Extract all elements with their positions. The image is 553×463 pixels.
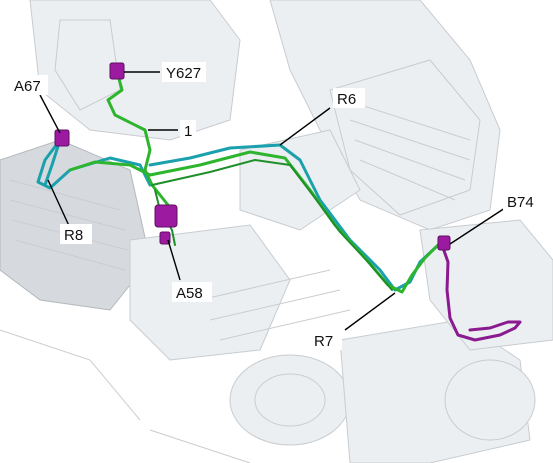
connector-y627 (109, 62, 125, 80)
callout-r6: R6 (337, 91, 356, 108)
connectors (54, 62, 451, 251)
callout-labels: Y627 A67 1 R6 R8 A58 B74 R7 (10, 62, 541, 350)
connector-b74 (437, 235, 451, 251)
callout-r8: R8 (64, 227, 83, 244)
harness-purple-run (440, 243, 522, 342)
leader-lines (39, 71, 506, 331)
connector-a67 (54, 129, 70, 147)
connector-a58 (154, 204, 178, 228)
connector-a58-lower (159, 231, 171, 245)
callout-1: 1 (184, 123, 192, 140)
callout-y627: Y627 (166, 65, 201, 82)
callout-a67: A67 (14, 78, 41, 95)
harness-green-run (68, 73, 442, 294)
callout-a58: A58 (176, 285, 203, 302)
callout-b74: B74 (507, 194, 534, 211)
callout-r7: R7 (314, 333, 333, 350)
